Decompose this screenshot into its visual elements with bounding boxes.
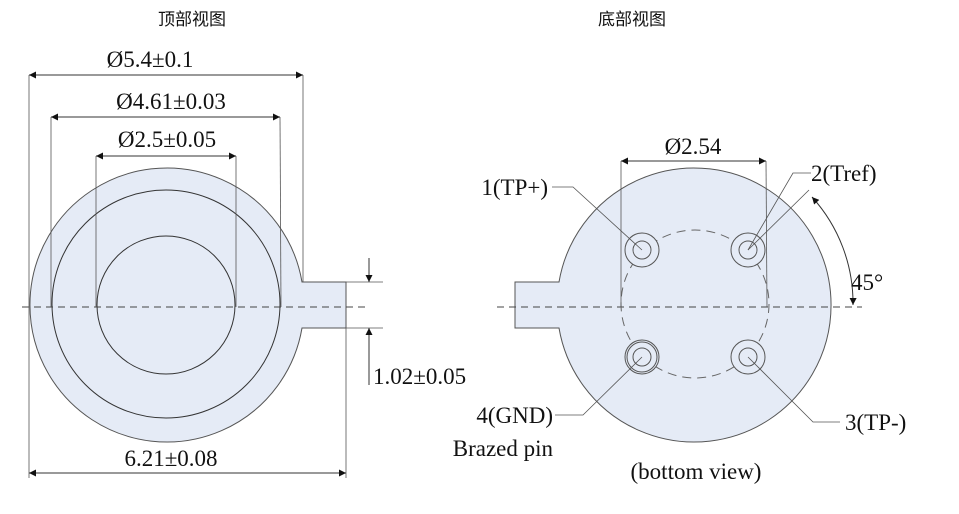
dim-overall-width: 6.21±0.08 <box>124 446 217 471</box>
dim-pitch: Ø2.54 <box>665 134 722 159</box>
dim-inner-diameter: Ø2.5±0.05 <box>118 127 216 152</box>
bottom-body-outline <box>514 167 832 443</box>
pin3-label: 3(TP-) <box>845 410 906 435</box>
middle-ring <box>51 189 281 419</box>
angle-arc <box>811 196 857 306</box>
inner-ring <box>96 235 236 375</box>
dim-middle-diameter: Ø4.61±0.03 <box>116 89 226 114</box>
pin2-label: 2(Tref) <box>811 161 877 186</box>
top-view-title: 顶部视图 <box>158 10 226 30</box>
angle-label: 45° <box>851 270 883 295</box>
bottom-view-title: 底部视图 <box>598 10 666 30</box>
dim-outer-diameter: Ø5.4±0.1 <box>107 47 194 72</box>
top-body-outline <box>29 167 347 443</box>
brazed-pin-note: Brazed pin <box>453 436 554 461</box>
pin1-label: 1(TP+) <box>481 175 548 200</box>
pin4-label: 4(GND) <box>476 403 553 428</box>
top-view: 顶部视图 Ø5.4±0.1 Ø4.61±0.03 Ø2.5±0.05 6.21±… <box>22 10 466 478</box>
bottom-view: 底部视图 Ø2.54 45° 1(TP+) <box>453 10 907 484</box>
bottom-view-caption: (bottom view) <box>631 459 762 484</box>
dim-tab-width: 1.02±0.05 <box>373 364 466 389</box>
